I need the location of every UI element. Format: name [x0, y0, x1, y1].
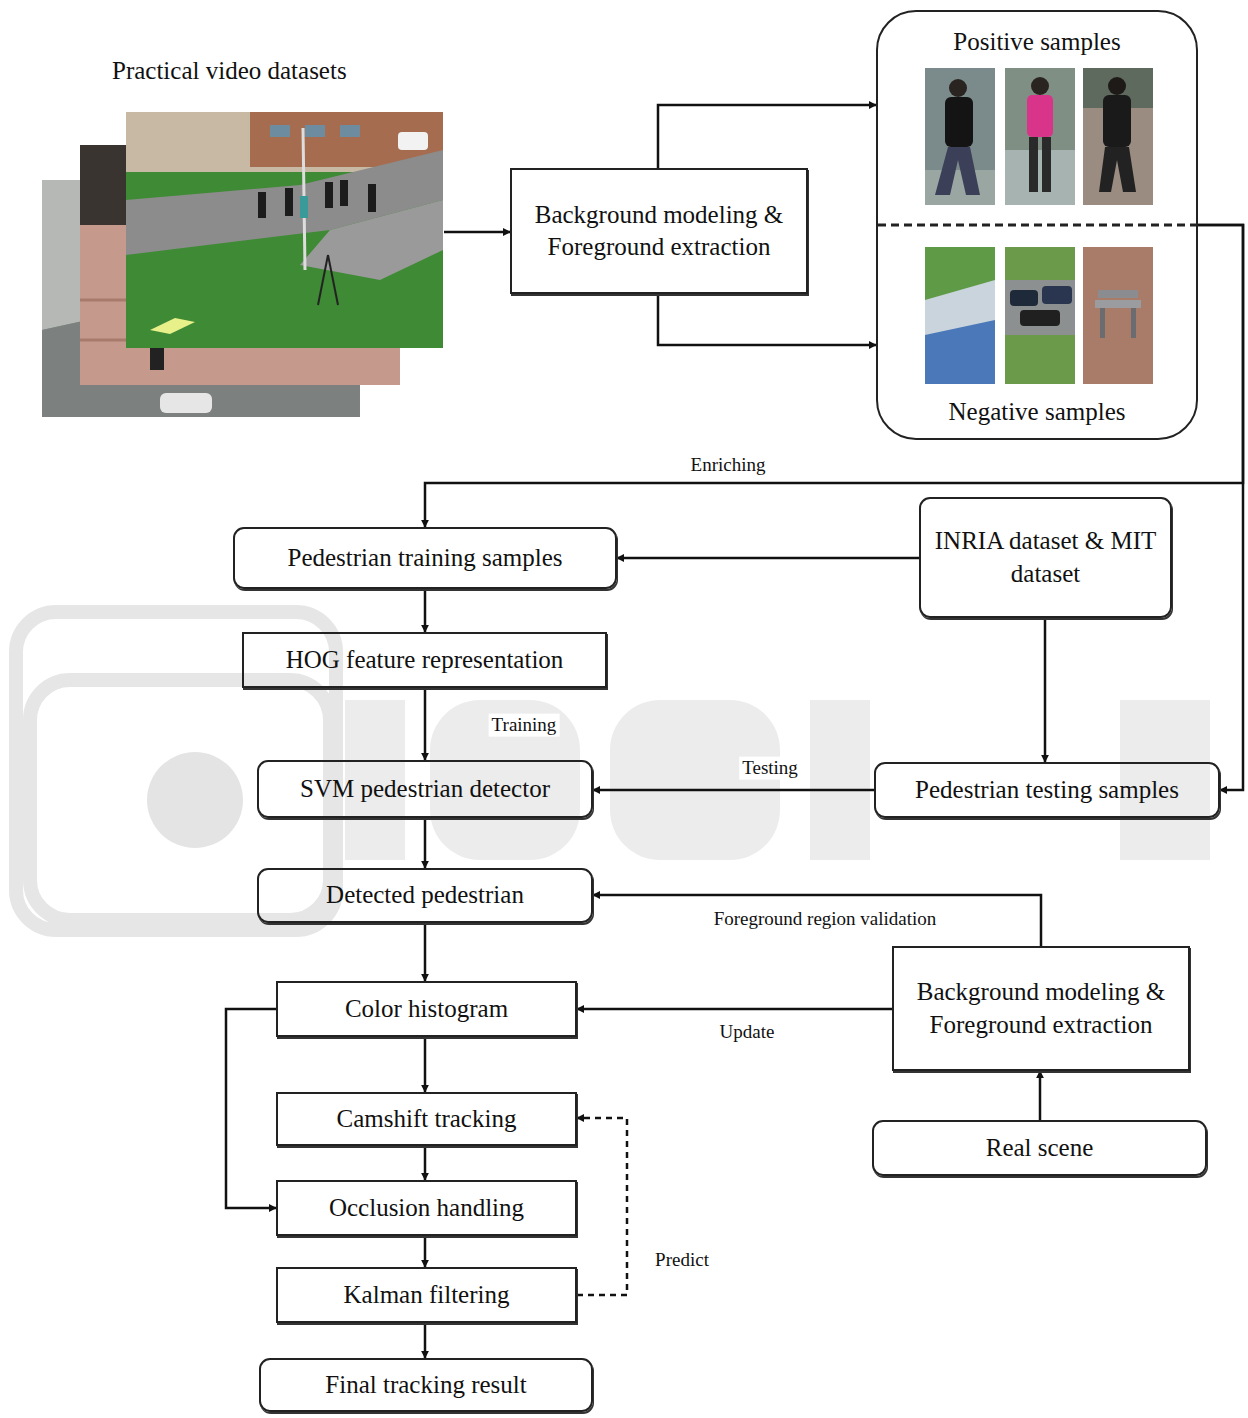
node-label: INRIA dataset & MIT dataset [933, 525, 1158, 590]
flow-arrow [1044, 618, 1047, 762]
process-box: Color histogram [276, 981, 577, 1037]
flow-arrow [1039, 1071, 1042, 1120]
video-frames [42, 112, 443, 417]
dashed-arrow [577, 1118, 627, 1295]
flow-arrow [425, 225, 1243, 527]
edge-label: Enriching [688, 454, 769, 477]
flow-arrow [1198, 225, 1243, 790]
node-label: Background modeling & Foreground extract… [906, 976, 1176, 1041]
positive-thumbnails [925, 68, 1153, 205]
node-label: SVM pedestrian detector [300, 773, 550, 806]
edge-label: Training [489, 714, 560, 737]
flow-arrow [444, 231, 510, 234]
flow-arrow [658, 105, 876, 168]
node-label: Pedestrian training samples [288, 542, 563, 575]
flow-arrow [424, 1037, 427, 1092]
node-label: Final tracking result [325, 1369, 526, 1402]
rounded-box: Pedestrian training samples [233, 527, 617, 589]
negative-thumbnails [925, 247, 1153, 384]
process-box: HOG feature representation [242, 632, 607, 688]
edge-label: Foreground region validation [711, 908, 940, 931]
flow-arrow [424, 1236, 427, 1267]
flow-arrow [226, 1009, 276, 1208]
rounded-box: Detected pedestrian [257, 868, 593, 923]
rounded-box: Real scene [872, 1120, 1207, 1176]
flow-arrow [593, 789, 874, 792]
flow-arrow [424, 818, 427, 868]
edge-label: Predict [652, 1249, 712, 1272]
node-label: Practical video datasets [112, 57, 347, 84]
flow-arrow [424, 1323, 427, 1358]
rounded-box: Pedestrian testing samples [874, 762, 1220, 818]
rounded-box: Final tracking result [259, 1358, 593, 1412]
node-label: Camshift tracking [337, 1103, 517, 1136]
node-label: Occlusion handling [329, 1192, 524, 1225]
edge-label: Update [717, 1021, 778, 1044]
edge-label: Testing [739, 757, 801, 780]
flow-arrow [424, 589, 427, 632]
node-label: Color histogram [345, 993, 508, 1026]
flow-arrow [658, 294, 876, 345]
node-label: Kalman filtering [344, 1279, 510, 1312]
node-label: Positive samples [953, 26, 1120, 59]
node-label: Background modeling & Foreground extract… [524, 199, 794, 264]
sample-group: Positive samplesNegative samples [876, 10, 1198, 440]
watermark-dot [147, 752, 243, 848]
flow-arrow [617, 557, 919, 560]
process-box: Kalman filtering [276, 1267, 577, 1323]
flow-arrow [577, 1008, 892, 1011]
sample-divider [878, 224, 1196, 227]
flow-arrow [593, 895, 1041, 946]
process-box: Camshift tracking [276, 1092, 577, 1146]
video-dataset: Practical video datasets [42, 55, 444, 417]
process-box: Background modeling & Foreground extract… [892, 946, 1190, 1071]
node-label: Detected pedestrian [326, 879, 524, 912]
node-label: HOG feature representation [286, 644, 564, 677]
node-label: Real scene [986, 1132, 1094, 1165]
process-box: Background modeling & Foreground extract… [510, 168, 808, 294]
node-sublabel: Negative samples [948, 396, 1125, 429]
flow-arrow [424, 688, 427, 760]
node-label: Pedestrian testing samples [915, 774, 1179, 807]
flow-arrow [424, 923, 427, 981]
flow-arrow [424, 1146, 427, 1180]
process-box: Occlusion handling [276, 1180, 577, 1236]
rounded-box: INRIA dataset & MIT dataset [919, 497, 1172, 618]
rounded-box: SVM pedestrian detector [257, 760, 593, 818]
